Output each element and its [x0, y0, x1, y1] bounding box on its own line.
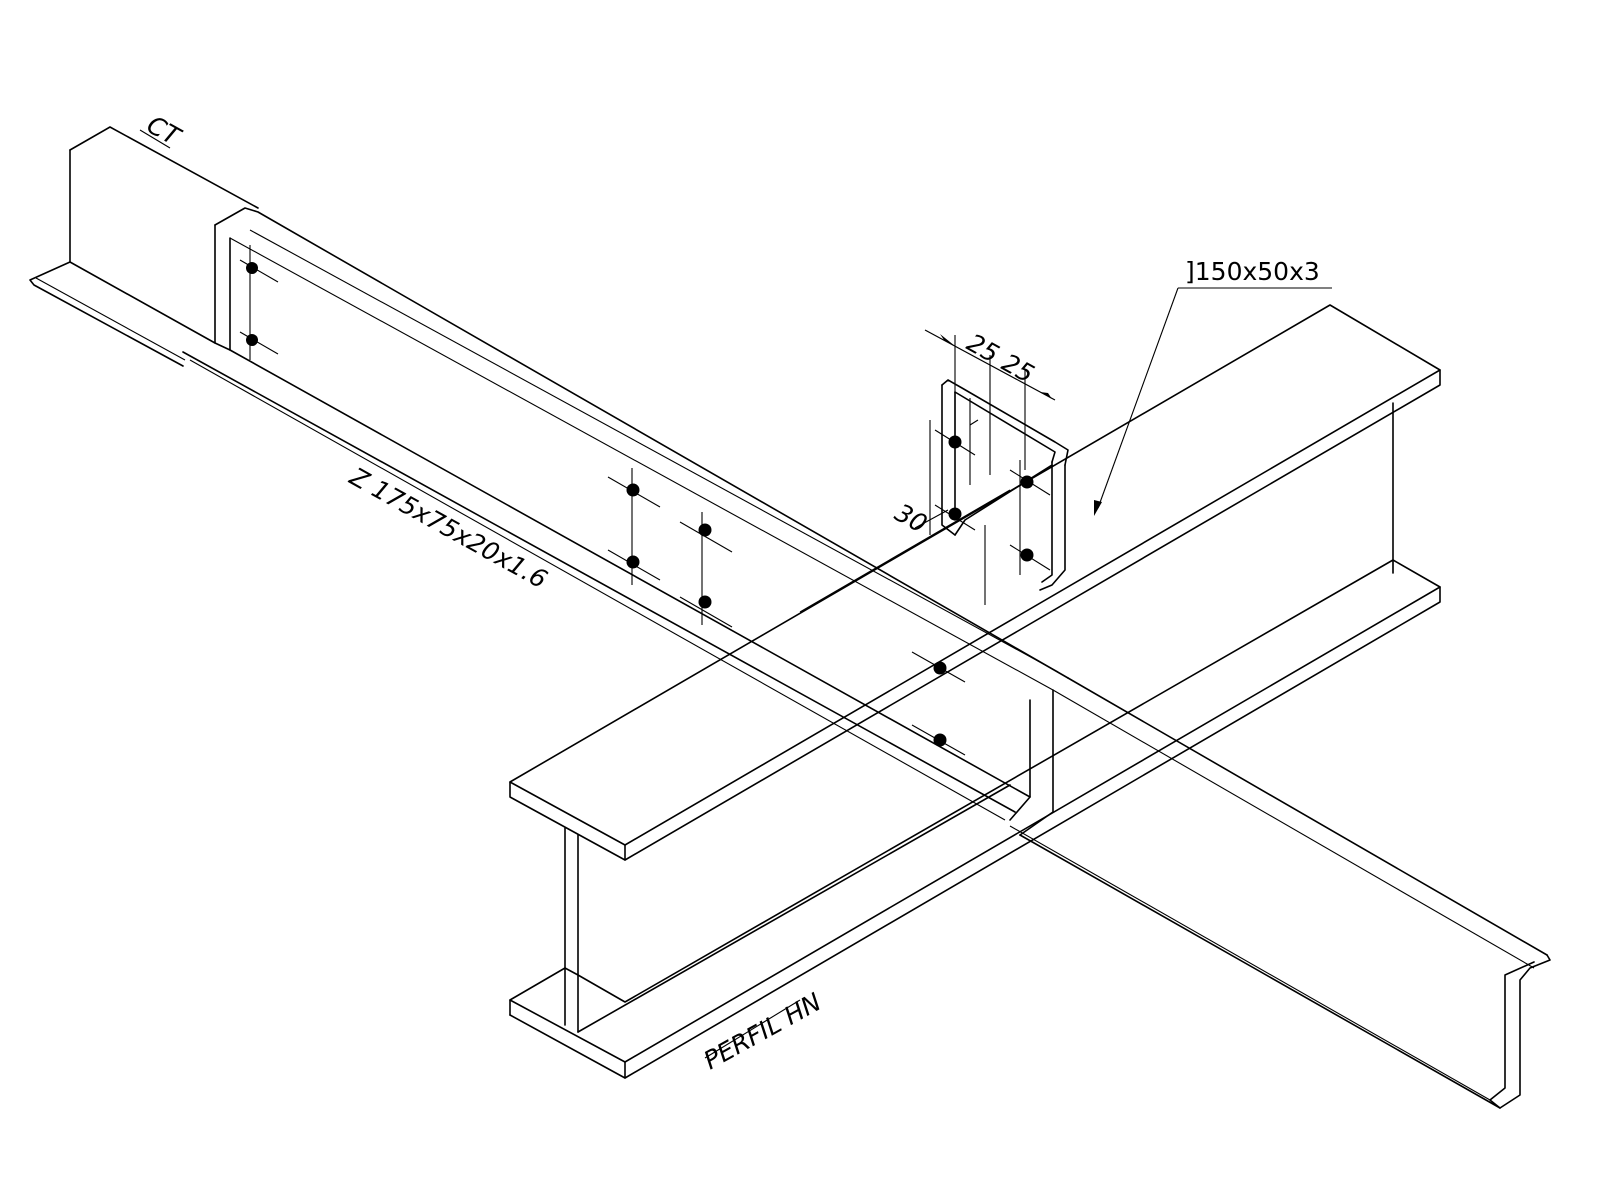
bolt-group-cleat [929, 420, 1051, 605]
bolt-hole [698, 595, 712, 609]
bolt-hole [626, 483, 640, 497]
channel-cleat [941, 379, 1069, 591]
bolt-hole [948, 435, 962, 449]
bolt-hole [1020, 475, 1034, 489]
leader-ct [139, 129, 171, 149]
channel-section-label: ]150x50x3 [1185, 257, 1320, 286]
dimension-30 [914, 509, 949, 529]
z-purlin [29, 126, 1551, 1109]
dim-25-b-label: 25 [997, 348, 1039, 389]
leader-channel [1094, 287, 1332, 516]
leader-z [799, 489, 1011, 613]
bolt-hole [948, 507, 962, 521]
bolt-group-middle [607, 468, 733, 628]
bolt-hole [246, 262, 258, 274]
bolt-group-left [239, 245, 279, 360]
bolt-hole [626, 555, 640, 569]
bolt-hole [246, 334, 258, 346]
bolt-hole [933, 733, 947, 747]
ct-label: CT [142, 110, 186, 152]
bolt-group-right [911, 651, 966, 756]
dimension-25-25 [924, 329, 1056, 475]
z-profile-label: Z 175x75x20x1.6 [344, 461, 552, 594]
hn-beam [509, 304, 1441, 1079]
dim-25-a-label: 25 [962, 328, 1004, 369]
bolt-hole [933, 661, 947, 675]
leader-hn [704, 999, 801, 1059]
hn-profile-label: PERFIL HN [699, 987, 826, 1075]
dim-30-label: 30 [890, 498, 932, 539]
bolt-hole [1020, 548, 1034, 562]
bolt-hole [698, 523, 712, 537]
